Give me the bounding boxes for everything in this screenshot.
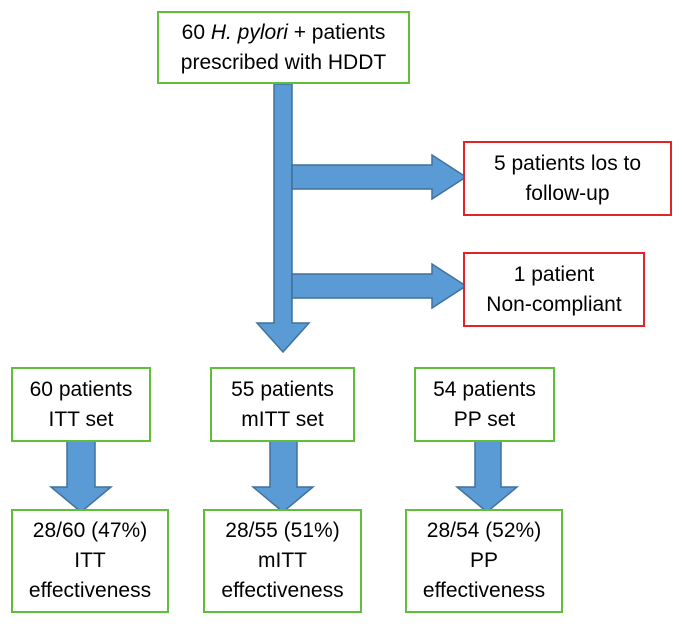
pp-down-arrow <box>454 440 520 513</box>
itt-set-box: 60 patients ITT set <box>11 367 151 442</box>
itt-result-line2: ITT <box>74 549 106 572</box>
mitt-result-line1: 28/55 (51%) <box>225 519 340 542</box>
itt-result-line3: effectiveness <box>28 579 152 602</box>
mitt-down-arrow <box>250 440 316 513</box>
mitt-result-box: 28/55 (51%) mITT effectiveness <box>203 509 362 613</box>
noncompliant-line2: Non-compliant <box>486 292 622 316</box>
itt-result-line1: 28/60 (47%) <box>32 519 148 542</box>
itt-down-arrow <box>48 440 114 513</box>
start-box-line1: 60 H. pylori + patients <box>181 20 386 44</box>
itt-set-line1: 60 patients <box>29 377 133 401</box>
lost-followup-box: 5 patients los to follow-up <box>463 141 672 216</box>
pp-result-line1: 28/54 (52%) <box>426 519 542 542</box>
branch-arrow-noncompliant <box>291 262 468 310</box>
branch-arrow-lost-followup <box>291 153 468 201</box>
mitt-result-line3: effectiveness <box>221 579 344 602</box>
pp-result-line2: PP <box>469 549 498 572</box>
mitt-set-box: 55 patients mITT set <box>210 367 355 442</box>
itt-result-box: 28/60 (47%) ITT effectiveness <box>11 509 169 613</box>
start-box-line2: prescribed with HDDT <box>180 50 387 74</box>
mitt-set-line1: 55 patients <box>231 377 334 401</box>
lost-followup-line2: follow-up <box>525 181 610 205</box>
pp-set-line1: 54 patients <box>433 377 536 401</box>
noncompliant-box: 1 patient Non-compliant <box>463 252 645 327</box>
pp-result-line3: effectiveness <box>422 579 546 602</box>
lost-followup-line1: 5 patients los to <box>493 151 642 175</box>
mitt-result-line2: mITT <box>258 549 307 572</box>
itt-set-line2: ITT set <box>48 407 114 431</box>
pp-set-box: 54 patients PP set <box>414 367 555 442</box>
pp-set-line2: PP set <box>453 407 516 431</box>
pp-result-box: 28/54 (52%) PP effectiveness <box>405 509 563 613</box>
mitt-set-line2: mITT set <box>241 407 324 431</box>
main-down-arrow <box>255 83 311 354</box>
start-box: 60 H. pylori + patients prescribed with … <box>157 11 410 84</box>
noncompliant-line1: 1 patient <box>513 262 595 286</box>
